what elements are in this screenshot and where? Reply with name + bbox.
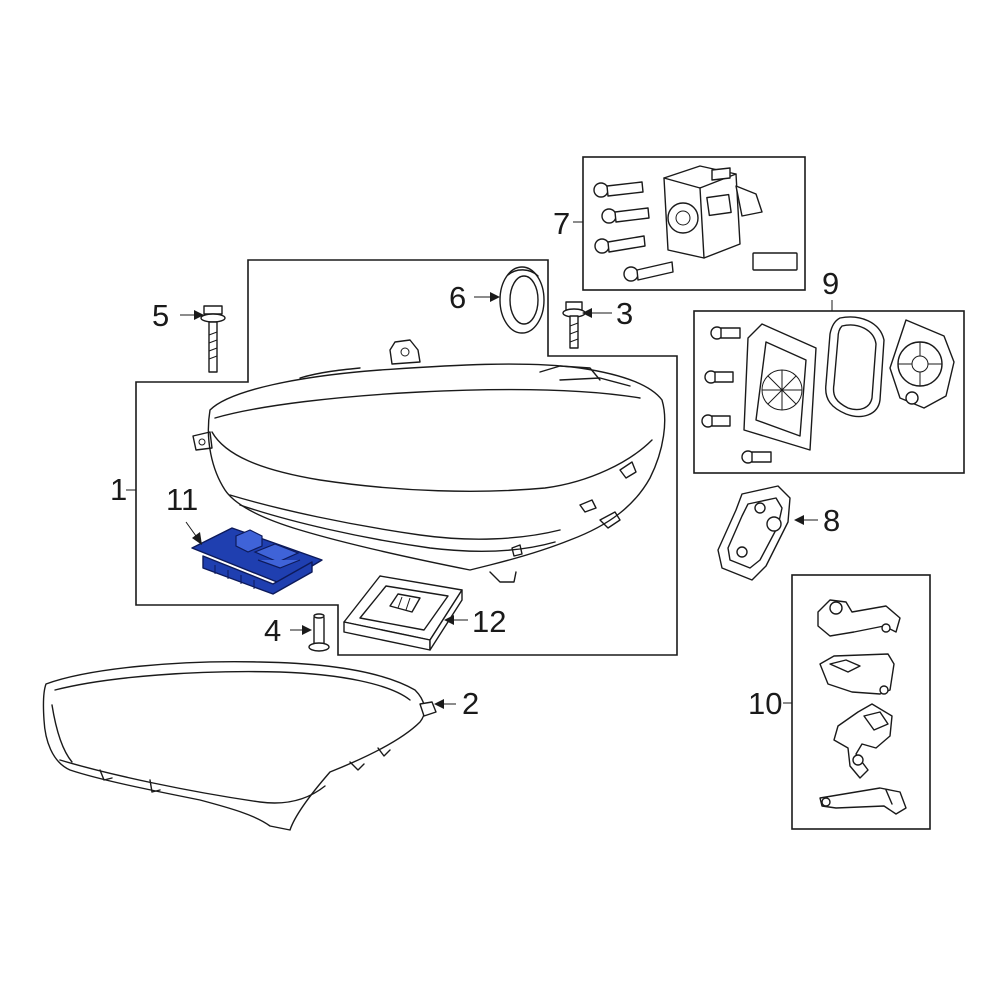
bracket-10b <box>819 653 895 695</box>
callout-3: 3 <box>616 296 633 331</box>
callout-8: 8 <box>823 503 840 538</box>
assembly-box-7 <box>573 156 806 291</box>
callout-1: 1 <box>110 472 127 507</box>
bolt-7d <box>623 261 674 282</box>
screw-9c <box>701 414 731 428</box>
bolt-7b <box>601 207 650 224</box>
ballast-part-12 <box>343 575 463 651</box>
bracket-10d <box>819 787 907 815</box>
callout-7: 7 <box>553 206 570 241</box>
headlamp-lens-part-2 <box>42 661 437 831</box>
screw-9a <box>710 326 741 340</box>
callout-11: 11 <box>166 482 198 517</box>
callout-4: 4 <box>264 613 281 648</box>
assembly-box-10 <box>783 574 931 830</box>
callout-6: 6 <box>449 280 466 315</box>
bolt-7c <box>594 235 646 254</box>
callout-labels: 1 2 3 4 5 6 7 8 9 10 11 12 <box>110 206 840 721</box>
bolt-7a <box>593 181 644 198</box>
bolt-part-3 <box>562 301 586 349</box>
bracket-10a <box>817 599 901 637</box>
assembly-box-1 <box>126 259 678 656</box>
callout-2: 2 <box>462 686 479 721</box>
assembly-box-9 <box>693 300 965 474</box>
callout-5: 5 <box>152 298 169 333</box>
leader-lines <box>180 292 818 709</box>
screw-9b <box>704 370 734 384</box>
control-module-part-11 <box>191 527 323 595</box>
callout-12: 12 <box>472 604 506 639</box>
screw-9d <box>741 450 772 464</box>
bolt-part-5 <box>200 305 226 373</box>
cap-part-6 <box>499 266 545 334</box>
pin-part-4 <box>308 613 330 652</box>
callout-10: 10 <box>748 686 782 721</box>
headlamp-housing <box>192 339 666 583</box>
bracket-10c <box>833 703 893 779</box>
gasket-part-8 <box>717 485 791 581</box>
callout-9: 9 <box>822 266 839 301</box>
